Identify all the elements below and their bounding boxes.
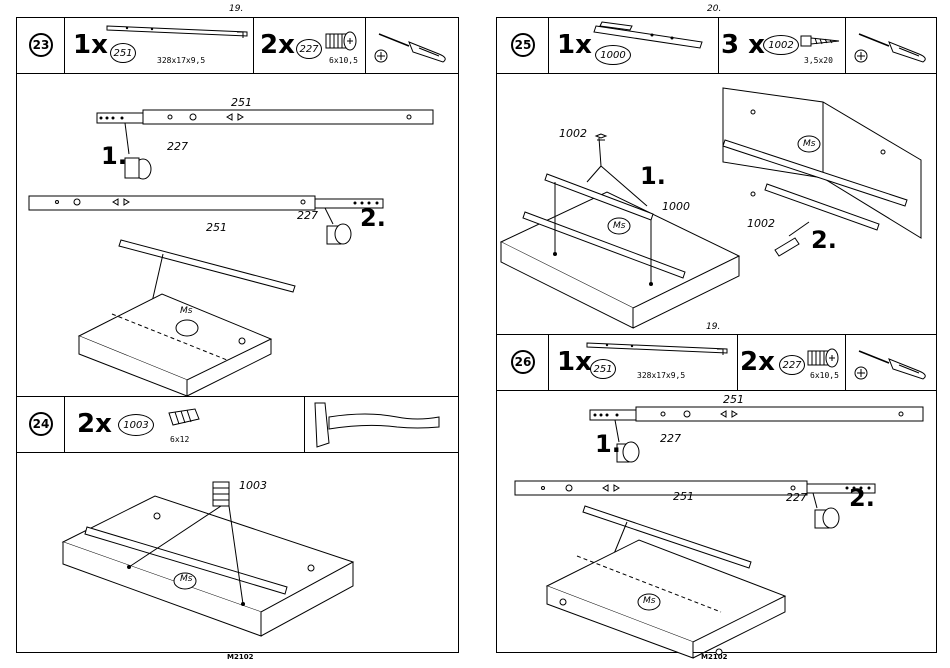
substep-2: 2. <box>811 226 837 254</box>
rail-icon <box>107 22 252 42</box>
instruction-frame: 25 1x 1000 3 x 1002 3,5x20 <box>496 17 937 653</box>
board-logo-24: Ms <box>180 574 192 584</box>
substep-2: 2. <box>360 204 386 232</box>
rail-label: 1000 <box>662 200 690 213</box>
part-number-dowel: 1003 <box>118 414 154 436</box>
drawer-rail-icon <box>592 20 712 50</box>
part-number-rail: 251 <box>590 359 616 379</box>
step-26-header: 26 1x 251 328x17x9,5 2x 227 6x10,5 <box>497 334 936 391</box>
step-23-header: 23 1x 251 328x17x9,5 2x 227 6x10,5 <box>17 18 458 74</box>
rail-dimensions: 328x17x9,5 <box>637 371 685 380</box>
page-number: 20. <box>707 4 721 14</box>
footer-code: M2102 <box>227 653 253 661</box>
screwdriver-icon <box>849 26 934 66</box>
part-number-rail: 251 <box>110 43 136 63</box>
step-25-header: 25 1x 1000 3 x 1002 3,5x20 <box>497 18 936 74</box>
quantity-screws: 2x <box>740 347 775 377</box>
substep-2: 2. <box>849 484 875 512</box>
screw-dimensions: 6x10,5 <box>810 371 839 380</box>
footer-code: M2102 <box>701 653 727 661</box>
screw-label-1: 1002 <box>559 127 587 140</box>
rail-icon <box>587 339 732 359</box>
euro-screw-icon <box>322 28 362 58</box>
step-number-25: 25 <box>511 33 535 57</box>
substep-1: 1. <box>595 430 621 458</box>
screw-label-2: 1002 <box>747 217 775 230</box>
step-number-24: 24 <box>29 412 53 436</box>
board-logo-1: Ms <box>613 221 625 231</box>
screw-dimensions: 6x10,5 <box>329 56 358 65</box>
board-logo: Ms <box>643 596 655 606</box>
rail-label-2: 251 <box>673 490 694 503</box>
instruction-frame: 23 1x 251 328x17x9,5 2x 227 6x10,5 <box>16 17 459 653</box>
step-number-23: 23 <box>29 33 53 57</box>
hammer-icon <box>307 399 447 449</box>
quantity-screws: 3 x <box>721 30 765 60</box>
quantity-rail: 1x <box>73 30 108 60</box>
part-number-screw: 227 <box>296 39 322 59</box>
left-page: 19. 23 1x 251 328x17x9,5 2x 227 <box>0 0 475 668</box>
step-24-drawing <box>17 452 458 652</box>
part-number-screw: 1002 <box>763 35 799 55</box>
screw-dimensions: 3,5x20 <box>804 56 833 65</box>
screw-label-1: 227 <box>167 140 188 153</box>
quantity-rail: 1x <box>557 30 592 60</box>
wood-screw-icon <box>799 32 843 52</box>
rail-label-2: 251 <box>206 221 227 234</box>
substep-1: 1. <box>640 162 666 190</box>
page-number: 19. <box>229 4 243 14</box>
screw-label-2: 227 <box>297 209 318 222</box>
rail-label: 251 <box>723 393 744 406</box>
mid-page-number: 19. <box>706 322 720 332</box>
step-25-drawing <box>497 74 936 324</box>
screwdriver-icon <box>849 343 934 383</box>
step-26-drawing <box>497 390 936 652</box>
board-logo-2: Ms <box>803 139 815 149</box>
dowel-icon <box>165 407 205 431</box>
step-23-drawing <box>17 74 458 394</box>
board-logo: Ms <box>180 306 192 316</box>
quantity-dowels: 2x <box>77 409 112 439</box>
rail-label: 251 <box>231 96 252 109</box>
step-24-header: 24 2x 1003 6x12 <box>17 396 458 453</box>
step-number-26: 26 <box>511 350 535 374</box>
quantity-screws: 2x <box>260 30 295 60</box>
screw-label-1: 227 <box>660 432 681 445</box>
rail-dimensions: 328x17x9,5 <box>157 56 205 65</box>
part-number-screw: 227 <box>779 355 805 375</box>
screw-label-2: 227 <box>786 491 807 504</box>
dowel-label: 1003 <box>239 479 267 492</box>
screwdriver-icon <box>369 26 454 66</box>
right-page: 20. 25 1x 1000 3 x 1002 3,5x20 <box>475 0 950 668</box>
substep-1: 1. <box>101 142 127 170</box>
dowel-dimensions: 6x12 <box>170 435 189 444</box>
